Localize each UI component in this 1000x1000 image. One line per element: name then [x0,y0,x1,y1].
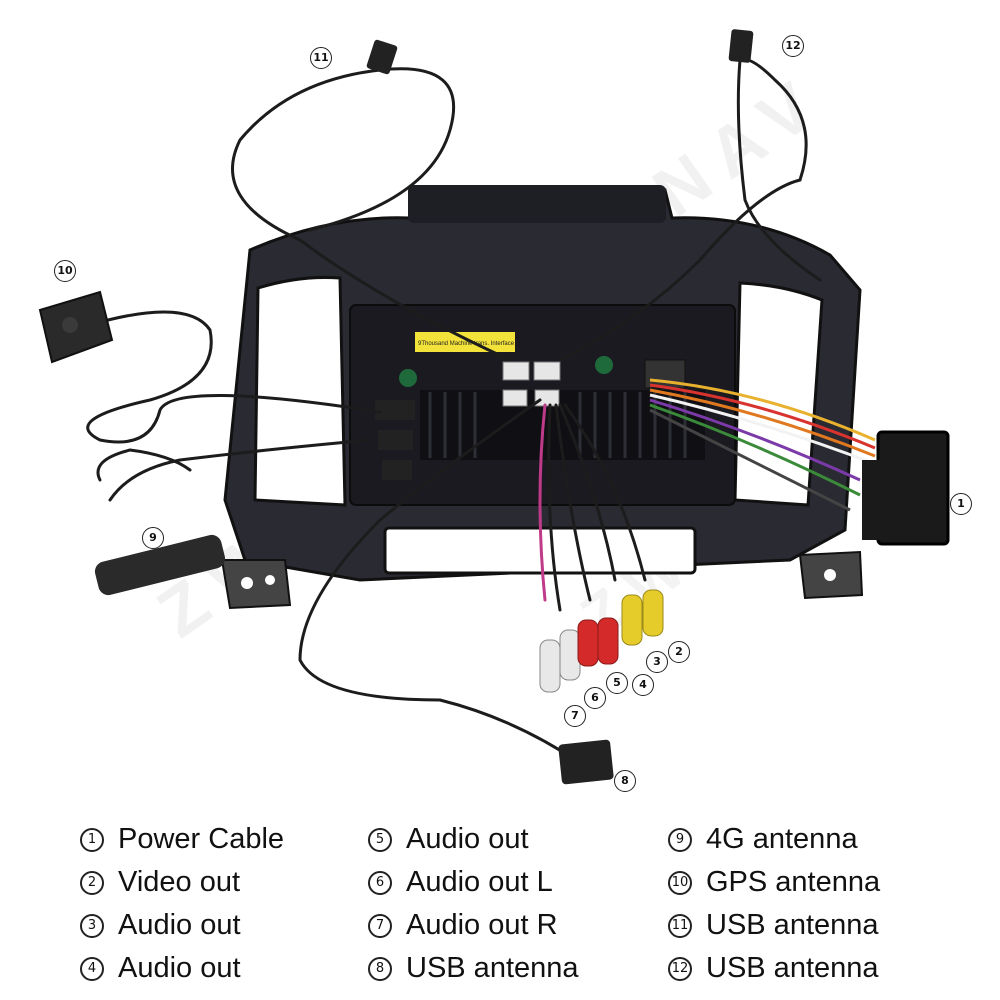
callout-7: 7 [564,705,586,727]
legend-item: 3 Audio out [80,904,284,947]
legend-item: 11 USB antenna [668,904,880,947]
power-harness [649,378,950,546]
legend-label: 4G antenna [706,823,858,855]
legend-label: Audio out [118,952,241,984]
callout-2: 2 [668,641,690,663]
callout-11: 11 [310,47,332,69]
legend-item: 10 GPS antenna [668,861,880,904]
rca-plugs [539,589,664,693]
legend-item: 12 USB antenna [668,947,880,990]
spec-sticker-text: 9Thousand Machine trans. Interface [418,341,515,347]
legend-label: Power Cable [118,823,285,855]
gps-antenna [38,290,114,364]
callout-9: 9 [142,527,164,549]
legend-label: USB antenna [706,952,879,984]
legend-number: 8 [368,956,392,981]
head-unit: 9Thousand Machine trans. Interface [349,304,736,506]
legend-number: 10 [668,870,692,895]
callout-12: 12 [782,35,804,57]
legend-label: Audio out [118,909,241,941]
callout-1: 1 [950,493,972,515]
legend-number: 2 [80,870,104,895]
spec-sticker [415,332,515,352]
legend-label: Audio out [406,823,529,855]
legend-label: USB antenna [706,909,879,941]
legend-item: 6 Audio out L [368,861,579,904]
legend-number: 11 [668,913,692,938]
callout-3: 3 [646,651,668,673]
legend-number: 5 [368,827,392,852]
legend-number: 12 [668,956,692,981]
legend-column-2: 5 Audio out 6 Audio out L 7 Audio out R 8 US… [368,818,579,990]
usb-connectors [366,29,754,785]
legend-number: 6 [368,870,392,895]
callout-10: 10 [54,260,76,282]
4g-antenna [94,534,226,596]
legend-item: 4 Audio out [80,947,284,990]
legend-label: USB antenna [406,952,579,984]
callout-8: 8 [614,770,636,792]
callout-4: 4 [632,674,654,696]
legend-number: 4 [80,956,104,981]
legend-item: 9 4G antenna [668,818,880,861]
legend-item: 2 Video out [80,861,284,904]
legend-item: 5 Audio out [368,818,579,861]
legend-number: 3 [80,913,104,938]
legend-label: Video out [118,866,241,898]
legend-item: 8 USB antenna [368,947,579,990]
cables [86,57,822,772]
legend-item: 1 Power Cable [80,818,284,861]
legend-number: 7 [368,913,392,938]
legend-label: Audio out R [406,909,558,941]
legend-number: 1 [80,827,104,852]
callout-6: 6 [584,687,606,709]
product-photo: ZWNAV ZWNAV ZWNAV 9Thousand [38,29,950,785]
legend-label: Audio out L [406,866,553,898]
legend-item: 7 Audio out R [368,904,579,947]
legend-label: GPS antenna [706,866,881,898]
callout-5: 5 [606,672,628,694]
legend-number: 9 [668,827,692,852]
